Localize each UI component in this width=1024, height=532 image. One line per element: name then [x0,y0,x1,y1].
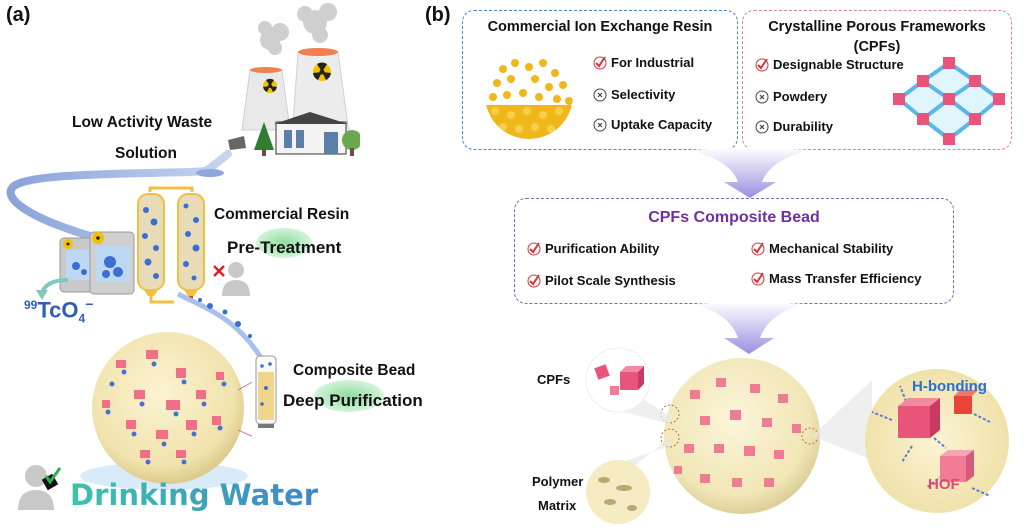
composite-item-1: Mechanical Stability [751,241,893,256]
person-no-drink-icon [213,262,250,296]
radiation-icon [92,232,104,244]
resin-columns-illustration [137,186,205,304]
tc-symbol: TcO [37,297,79,323]
resin-item-text: For Industrial [611,55,695,70]
cpf-item-2: Durability [755,119,833,134]
cross-icon [755,90,769,103]
check-icon [755,57,769,71]
resin-beads-illustration [485,59,573,139]
resin-item-1: Selectivity [593,87,675,102]
composite-item-0: Purification Ability [527,241,659,256]
cross-icon [755,120,769,133]
composite-item-2: Pilot Scale Synthesis [527,273,676,288]
cpfs-inset-illustration [585,347,651,413]
resin-item-2: Uptake Capacity [593,117,712,132]
composite-item-text: Mechanical Stability [769,241,894,256]
highlight-blob [256,228,312,258]
cube-icon [594,364,610,380]
waste-label-line2: Solution [115,145,177,162]
h-bonding-label: H-bonding [912,378,987,395]
check-icon [751,241,765,255]
waste-barrels-illustration [59,231,135,295]
cpf-item-text: Designable Structure [773,57,904,72]
commercial-resin-title: Commercial Ion Exchange Resin [487,19,713,35]
composite-bead-illustration [80,332,252,490]
cpfs-composite-bead-illustration [660,358,820,514]
drinking-water-label: Drinking Water [70,478,319,512]
cube-icon [940,450,974,482]
framework-structure-illustration [893,57,1005,145]
waste-label-line1: Low Activity Waste [72,114,213,131]
cube-icon [620,366,644,390]
composite-bead-title: CPFs Composite Bead [648,209,820,226]
composite-bead-box: CPFs Composite Bead Purification Ability… [514,198,954,304]
tc-arrow-icon [36,278,69,300]
radiation-icon [63,239,73,249]
resin-item-0: For Industrial [593,55,694,70]
deep-purification-label: Deep Purification [283,391,423,410]
cube-icon [954,390,978,414]
tc-charge: − [85,296,94,312]
cross-icon [593,118,607,131]
hof-label: HOF [928,476,960,493]
cpf-title-line1: Crystalline Porous Frameworks [768,19,986,35]
cpfs-inset-label: CPFs [537,372,571,387]
nuclear-plant-illustration [228,3,360,156]
down-arrow-icon [694,302,804,354]
callout-cone-right [812,380,872,460]
check-icon [527,241,541,255]
cube-icon [898,398,940,438]
radiation-icon [263,78,277,93]
cpf-item-text: Powdery [773,89,828,104]
cross-icon [593,88,607,101]
panel-a-label: (a) [6,4,31,26]
cpf-item-0: Designable Structure [755,57,904,72]
person-drinking-icon [18,465,62,510]
cpf-box: Crystalline Porous Frameworks (CPFs) Des… [742,10,1012,150]
commercial-resin-box: Commercial Ion Exchange Resin For Indust… [462,10,738,150]
tc-subscript: 4 [78,311,86,326]
resin-item-text: Selectivity [611,87,676,102]
cube-icon [610,386,619,395]
flow-stream [176,291,269,368]
tree-icon [342,130,360,156]
cpf-title-line2: (CPFs) [853,39,901,55]
cpf-item-text: Durability [773,119,833,134]
commercial-resin-label: Commercial Resin [214,206,350,223]
composite-item-3: Mass Transfer Efficiency [751,271,921,286]
composite-bead-label: Composite Bead [293,362,416,379]
panel-b-label: (b) [425,4,451,26]
cpf-item-1: Powdery [755,89,827,104]
polymer-label-line1: Polymer [532,474,584,489]
tc-formula: 99TcO4− [24,296,93,326]
h-bonding-inset-illustration [865,369,1009,513]
resin-item-text: Uptake Capacity [611,117,713,132]
pre-treatment-label: Pre-Treatment [227,238,342,257]
polymer-label-line2: Matrix [538,498,577,513]
highlight-blob [314,380,384,412]
check-icon [527,273,541,287]
merge-arrow-icon [690,148,810,198]
polymer-matrix-illustration [586,460,650,524]
tree-icon [254,122,274,156]
composite-item-text: Mass Transfer Efficiency [769,271,922,286]
smoke-icon [258,3,337,55]
check-icon [751,271,765,285]
check-icon [593,55,607,69]
radiation-icon [313,62,331,81]
composite-item-text: Pilot Scale Synthesis [545,273,676,288]
composite-bead-column-illustration [255,355,277,428]
composite-item-text: Purification Ability [545,241,660,256]
tc-mass-number: 99 [24,298,38,312]
waste-stream-flow [6,150,232,240]
